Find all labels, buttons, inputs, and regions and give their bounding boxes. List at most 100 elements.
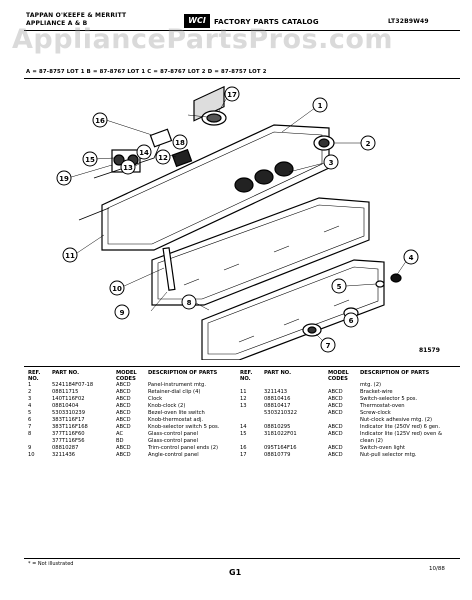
svg-text:3: 3: [329, 159, 334, 167]
catalog-title: FACTORY PARTS CATALOG: [214, 18, 319, 26]
watermark: AppliancePartsPros.com: [12, 24, 394, 55]
table-row: 1 5241184F07-18 ABCD Panel-instrument mtg.: [28, 382, 240, 389]
callout-5: 5: [331, 278, 347, 294]
callout-11: 11: [62, 247, 78, 263]
callout-17: 17: [224, 86, 240, 102]
ref-cell: 8: [28, 431, 32, 437]
codes-cell: ABCD: [116, 417, 131, 423]
svg-text:2: 2: [366, 140, 371, 148]
codes-cell: ABCD: [116, 389, 131, 395]
part-cell: 377T116F56: [52, 438, 85, 444]
parts-table-left: REF. NO. PART NO. MODEL CODES DESCRIPTIO…: [28, 370, 240, 459]
part-cell: 383T116F17: [52, 417, 85, 423]
part-cell: 140T116F02: [52, 396, 85, 402]
figure-id: 81579: [419, 347, 440, 354]
callout-13: 13: [120, 159, 136, 175]
col-description: DESCRIPTION OF PARTS: [148, 370, 218, 376]
svg-text:19: 19: [59, 175, 69, 183]
desc-cell: Angle-control panel: [148, 452, 199, 458]
part-cell: 08810295: [264, 424, 291, 430]
svg-text:5: 5: [337, 283, 342, 291]
table-header-row: REF. NO. PART NO. MODEL CODES DESCRIPTIO…: [240, 370, 456, 382]
glass-control-panel: [151, 197, 370, 306]
codes-cell: ABCD: [328, 424, 343, 430]
codes-cell: BD: [116, 438, 124, 444]
ref-cell: 15: [240, 431, 247, 437]
ref-cell: 10: [28, 452, 35, 458]
codes-cell: ABCD: [328, 389, 343, 395]
callout-9: 9: [114, 304, 130, 320]
col-part-no: PART NO.: [264, 370, 292, 376]
ref-cell: [240, 410, 264, 417]
ref-cell: 13: [240, 403, 247, 409]
models-rule: [24, 78, 460, 79]
codes-cell: [328, 417, 360, 424]
col-ref-no: REF. NO.: [240, 370, 253, 382]
codes-cell: [328, 382, 360, 389]
codes-cell: ABCD: [328, 410, 343, 416]
part-cell: 377T116F60: [52, 431, 85, 437]
desc-cell: Nut-clock adhesive mtg. (2): [360, 417, 433, 423]
table-row: mtg. (2): [240, 382, 456, 389]
callout-6: 6: [343, 312, 359, 328]
ref-cell: 2: [28, 389, 32, 395]
desc-cell: Screw-clock: [360, 410, 391, 416]
part-cell: 08810417: [264, 403, 291, 409]
svg-text:16: 16: [95, 117, 105, 125]
desc-cell: Knob-clock (2): [148, 403, 186, 409]
part-cell: 08810416: [264, 396, 291, 402]
desc-cell: Trim-control panel ends (2): [148, 445, 219, 451]
codes-cell: ABCD: [116, 410, 131, 416]
catalog-number: LT32B9W49: [388, 18, 429, 25]
codes-cell: ABCD: [328, 396, 343, 402]
callout-1: 1: [312, 97, 328, 113]
codes-cell: ABCD: [116, 396, 131, 402]
svg-text:7: 7: [326, 342, 331, 350]
ref-cell: 9: [28, 445, 32, 451]
col-ref-no: REF. NO.: [28, 370, 41, 382]
col-model-codes: MODEL CODES: [328, 370, 349, 382]
callout-8: 8: [181, 294, 197, 310]
footer-rule: [24, 558, 460, 559]
table-top-rule: [24, 366, 460, 367]
parts-catalog-page: TAPPAN O'KEEFE & MERRITT APPLIANCE A & B…: [24, 8, 460, 593]
desc-cell: mtg. (2): [360, 382, 382, 388]
col-part-no: PART NO.: [52, 370, 80, 376]
appliance-line: APPLIANCE A & B: [26, 20, 88, 27]
part-cell: 5241184F07-18: [52, 382, 94, 388]
desc-cell: Indicator lite (250V red) 6 gen.: [360, 424, 440, 430]
codes-cell: AC: [116, 431, 124, 437]
callout-3: 3: [323, 154, 339, 170]
ref-cell: 16: [240, 445, 247, 451]
ref-cell: 17: [240, 452, 247, 458]
ref-cell: 6: [28, 417, 32, 423]
callout-15: 15: [82, 151, 98, 167]
part-cell: 08810404: [52, 403, 79, 409]
manufacturer-name: TAPPAN O'KEEFE & MERRITT: [26, 12, 127, 19]
desc-cell: Switch-selector 5 pos.: [360, 396, 418, 402]
svg-text:6: 6: [349, 317, 354, 325]
desc-cell: Panel-instrument mtg.: [148, 382, 206, 388]
codes-cell: ABCD: [116, 382, 131, 388]
codes-cell: ABCD: [116, 424, 131, 430]
desc-cell: Glass-control panel: [148, 438, 198, 444]
exploded-diagram: 1 2 3 4 5 6 7 8 9 10 11 12 13 14 15 16 1…: [56, 85, 440, 360]
table-header-row: REF. NO. PART NO. MODEL CODES DESCRIPTIO…: [28, 370, 240, 382]
desc-cell: Indicator lite (125V red) oven & clean (…: [360, 431, 443, 444]
codes-cell: ABCD: [328, 431, 343, 437]
part-cell: [264, 382, 328, 389]
callout-16: 16: [92, 112, 108, 128]
callout-7: 7: [320, 337, 336, 353]
ref-cell: 1: [28, 382, 32, 388]
desc-cell: Switch-oven light: [360, 445, 405, 451]
ref-cell: [240, 417, 264, 424]
ref-cell: 5: [28, 410, 32, 416]
